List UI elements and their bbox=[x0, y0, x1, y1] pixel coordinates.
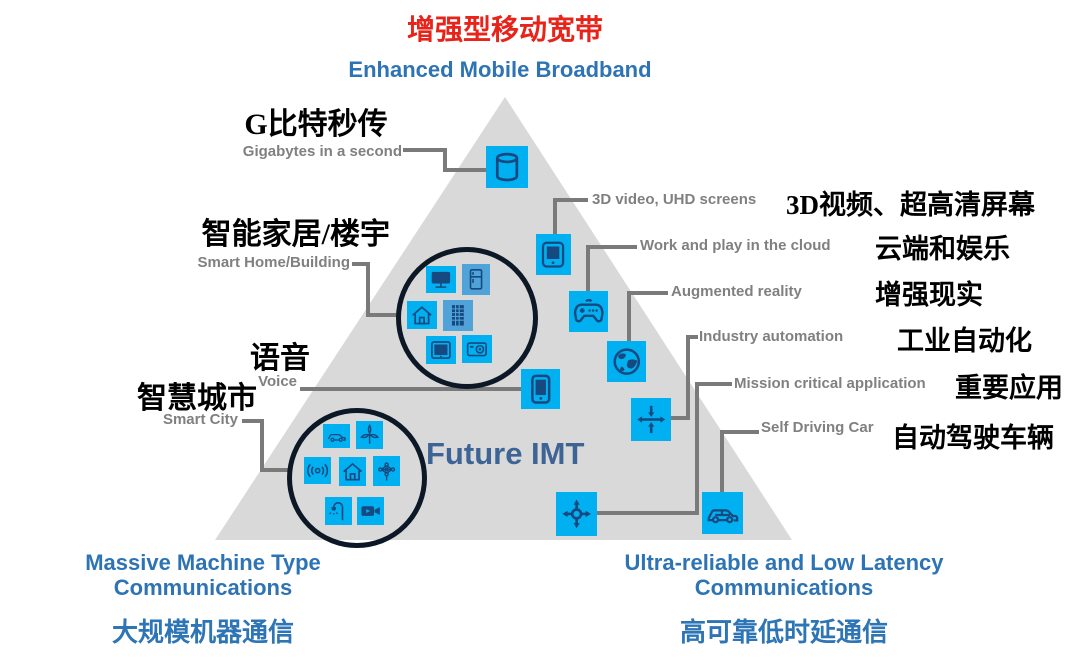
smart-city-cluster-circle bbox=[287, 408, 427, 548]
connector-gigabytes bbox=[443, 148, 447, 172]
connector-smart-city bbox=[260, 468, 290, 472]
connector-3d-video bbox=[553, 198, 557, 236]
self-driving-label-zh: 自动驾驶车辆 bbox=[892, 423, 1054, 453]
monitor-icon bbox=[536, 234, 571, 275]
urllc-heading-en: Ultra-reliable and Low Latency Communica… bbox=[588, 550, 980, 600]
video-camera-icon bbox=[357, 497, 384, 525]
3d-video-label-zh: 3D视频、超高清屏幕 bbox=[786, 190, 1035, 220]
sensor-mesh-icon bbox=[373, 456, 400, 486]
connector-smart-city bbox=[242, 419, 264, 423]
mission-label-en: Mission critical application bbox=[734, 375, 926, 392]
game-controller-icon bbox=[569, 291, 608, 332]
connector-ar bbox=[627, 291, 631, 342]
database-icon bbox=[486, 146, 528, 188]
mission-label-zh: 重要应用 bbox=[955, 373, 1063, 403]
smart-home-cluster-circle bbox=[396, 247, 538, 389]
mmtc-heading-en: Massive Machine Type Communications bbox=[38, 550, 368, 600]
mmtc-heading-line1: Massive Machine Type bbox=[85, 550, 321, 575]
compress-arrows-icon bbox=[631, 398, 671, 441]
connector-smart-city bbox=[260, 419, 264, 472]
connector-gigabytes bbox=[403, 148, 447, 152]
connector-mission bbox=[597, 511, 699, 515]
fridge-icon bbox=[462, 264, 490, 295]
connector-smart-home bbox=[366, 313, 398, 317]
voice-label-zh: 语音 bbox=[250, 342, 310, 375]
title-en: Enhanced Mobile Broadband bbox=[348, 57, 652, 82]
connector-mission bbox=[695, 382, 699, 515]
car-icon bbox=[323, 424, 350, 448]
industry-label-en: Industry automation bbox=[699, 328, 844, 345]
connector-ar bbox=[627, 291, 668, 295]
building-icon bbox=[443, 300, 473, 331]
house-icon bbox=[339, 457, 366, 486]
industry-label-zh: 工业自动化 bbox=[897, 326, 1032, 356]
connector-cloud bbox=[586, 245, 637, 249]
smart-home-label-en: Smart Home/Building bbox=[197, 254, 350, 271]
cloud-label-en: Work and play in the cloud bbox=[640, 237, 831, 254]
title-zh: 增强型移动宽带 bbox=[406, 14, 603, 45]
gigabytes-label-zh: G比特秒传 bbox=[244, 108, 388, 141]
cloud-label-zh: 云端和娱乐 bbox=[875, 234, 1010, 264]
globe-icon bbox=[607, 341, 646, 382]
hub-arrows-icon bbox=[556, 492, 597, 536]
connector-industry bbox=[686, 335, 690, 420]
mmtc-heading-line2: Communications bbox=[113, 575, 293, 600]
smartphone-icon bbox=[521, 369, 560, 409]
camera-icon bbox=[462, 335, 492, 363]
smart-city-label-zh: 智慧城市 bbox=[137, 382, 257, 415]
connector-3d-video bbox=[553, 198, 588, 202]
ar-label-zh: 增强现实 bbox=[875, 280, 983, 310]
tablet-icon bbox=[426, 336, 456, 364]
urllc-heading-line1: Ultra-reliable and Low Latency bbox=[624, 550, 944, 575]
smart-city-label-en: Smart City bbox=[162, 411, 238, 428]
3d-video-label-en: 3D video, UHD screens bbox=[592, 191, 757, 208]
connector-smart-home bbox=[366, 262, 370, 317]
connector-self-driving bbox=[720, 430, 724, 493]
voice-label-en: Voice bbox=[258, 373, 297, 390]
connector-mission bbox=[695, 382, 732, 386]
self-driving-label-en: Self Driving Car bbox=[761, 419, 874, 436]
car-icon bbox=[702, 492, 743, 534]
gigabytes-label-en: Gigabytes in a second bbox=[242, 143, 402, 160]
wind-turbine-icon bbox=[356, 421, 383, 449]
urllc-heading-line2: Communications bbox=[694, 575, 874, 600]
connector-industry bbox=[670, 416, 690, 420]
connector-voice bbox=[300, 387, 522, 391]
future-imt-label: Future IMT bbox=[426, 436, 585, 471]
connector-cloud bbox=[586, 245, 590, 292]
urllc-heading-zh: 高可靠低时延通信 bbox=[679, 617, 888, 647]
connector-gigabytes bbox=[443, 168, 489, 172]
ar-label-en: Augmented reality bbox=[671, 283, 802, 300]
house-icon bbox=[407, 301, 437, 329]
smart-home-label-zh: 智能家居/楼宇 bbox=[201, 218, 390, 251]
connector-industry bbox=[686, 335, 698, 339]
signal-icon bbox=[304, 457, 331, 484]
connector-smart-home bbox=[352, 262, 370, 266]
tv-icon bbox=[426, 266, 456, 293]
street-lamp-icon bbox=[325, 497, 352, 525]
connector-self-driving bbox=[720, 430, 759, 434]
mmtc-heading-zh: 大规模机器通信 bbox=[111, 617, 294, 647]
